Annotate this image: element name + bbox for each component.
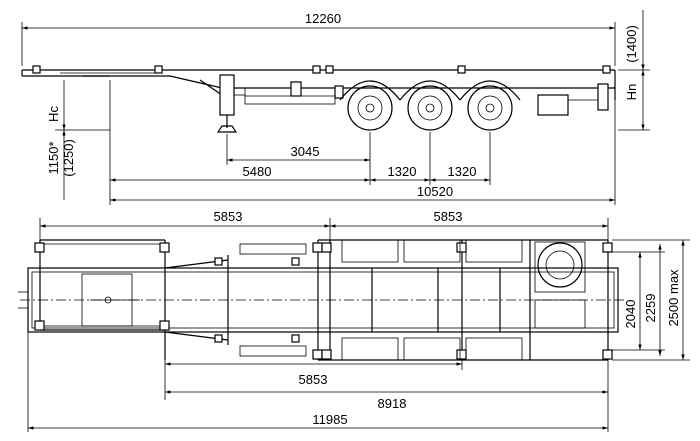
dim-top-upper: 5853 5853 <box>39 209 609 240</box>
dim-5853-bottom-label: 5853 <box>299 372 328 387</box>
dim-3045-label: 3045 <box>291 144 320 159</box>
dim-side-bottom: 3045 5480 1320 1320 10520 <box>109 80 616 205</box>
dim-5480-label: 5480 <box>243 164 272 179</box>
dim-8918-label: 8918 <box>378 396 407 411</box>
dim-2040-label: 2040 <box>623 300 638 329</box>
dim-12260-label: 12260 <box>305 11 341 26</box>
side-view: 12260 (1400) Hn Hc 1150* (1250) <box>21 10 650 205</box>
dim-5853-left-label: 5853 <box>214 209 243 224</box>
landing-gear <box>216 74 245 133</box>
dim-2259-label: 2259 <box>643 294 658 323</box>
dim-2500max-label: 2500 max <box>666 269 681 327</box>
rear-box <box>537 83 609 116</box>
top-wheels <box>341 239 523 361</box>
dim-5853-right-label: 5853 <box>434 209 463 224</box>
front-details <box>18 243 307 357</box>
dim-hc-label: Hc <box>46 106 61 122</box>
dim-top-lower: 5853 8918 11985 <box>27 332 609 432</box>
top-twistlocks <box>34 242 613 360</box>
dim-1320b-label: 1320 <box>448 164 477 179</box>
axle-wheels <box>339 80 521 131</box>
side-frame <box>21 65 616 112</box>
side-middle <box>244 81 344 105</box>
dim-10520-label: 10520 <box>417 184 453 199</box>
top-view: 5853 5853 2040 2259 2500 max 5853 8918 <box>18 209 690 432</box>
dim-overall-length: 12260 <box>21 11 616 66</box>
spare-wheel <box>534 241 586 329</box>
top-frame <box>20 239 625 361</box>
dim-right-heights: (1400) Hn <box>618 10 650 131</box>
dim-1400-label: (1400) <box>624 25 639 63</box>
dim-11985-label: 11985 <box>312 412 347 427</box>
dim-1320a-label: 1320 <box>388 164 417 179</box>
dim-hn-label: Hn <box>624 84 639 101</box>
dim-left-heights: Hc 1150* (1250) <box>46 80 110 200</box>
dim-1150-label: 1150* <box>46 141 61 174</box>
dim-top-widths: 2040 2259 2500 max <box>612 239 690 361</box>
dim-1250-label: (1250) <box>61 139 76 177</box>
